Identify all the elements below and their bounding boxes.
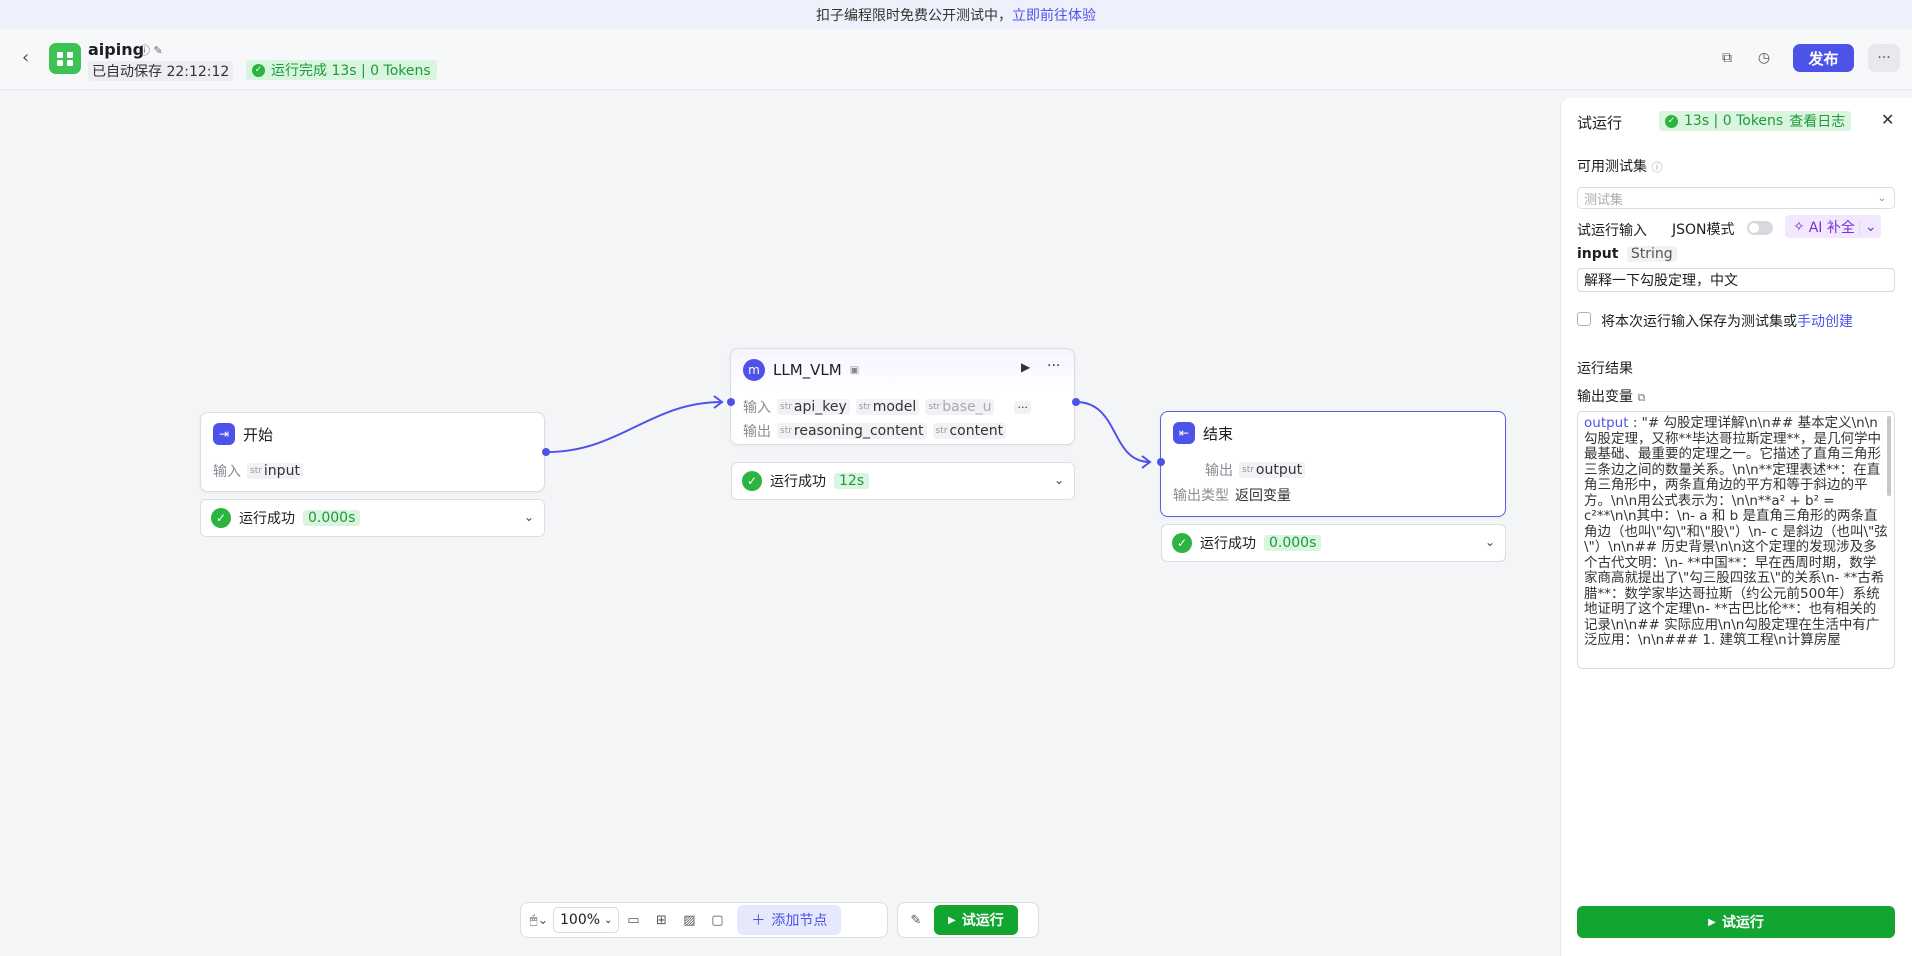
add-node-button[interactable]: ＋添加节点 — [737, 905, 842, 935]
run-input-label: 试运行输入 — [1577, 223, 1647, 239]
end-run-status: ✓ 运行成功 0.000s ⌄ — [1161, 524, 1506, 562]
image-icon[interactable]: ▨ — [683, 912, 696, 928]
copy-icon[interactable]: ⧉ — [1722, 50, 1732, 66]
json-mode-label: JSON模式 — [1672, 222, 1735, 238]
testset-label: 可用测试集 — [1577, 159, 1647, 175]
banner-link[interactable]: 立即前往体验 — [1012, 7, 1096, 24]
app-name: aiping — [88, 40, 145, 59]
llm-icon: m — [743, 359, 765, 381]
node-title: 开始 — [243, 425, 274, 444]
edit-icon[interactable]: ✎ — [153, 44, 163, 57]
start-run-status: ✓ 运行成功 0.000s ⌄ — [200, 499, 545, 537]
check-icon: ✓ — [1665, 114, 1678, 128]
chevron-down-icon[interactable]: ⌄ — [1484, 535, 1495, 549]
more-params-icon[interactable]: ··· — [1014, 400, 1031, 414]
info-icon: ⓘ — [1651, 161, 1663, 174]
copy-icon[interactable]: ⧉ — [1637, 391, 1646, 404]
canvas-toolbar: 🖱⌄ 100%⌄ ▭ ⊞ ▨ ▢ ＋添加节点 — [520, 902, 888, 938]
promo-banner: 扣子编程限时免费公开测试中，立即前往体验 — [0, 0, 1912, 29]
header: ‹ aiping ⓘ ✎ 已自动保存 22:12:12 ✓ 运行完成 13s |… — [0, 29, 1912, 90]
end-icon: ⇤ — [1173, 422, 1195, 444]
history-icon[interactable]: ◷ — [1757, 50, 1771, 66]
play-icon[interactable]: ▶ — [1021, 360, 1031, 374]
output-port[interactable] — [542, 448, 550, 456]
run-status-badge: ✓ 运行完成 13s | 0 Tokens — [246, 60, 437, 80]
arrow-head — [1141, 455, 1152, 469]
input-type: String — [1626, 246, 1677, 262]
more-icon[interactable]: ··· — [1047, 358, 1061, 374]
banner-text: 扣子编程限时免费公开测试中， — [816, 7, 1012, 24]
save-testset-checkbox[interactable] — [1577, 312, 1591, 326]
sparkle-icon: ✧ — [1793, 218, 1805, 235]
check-icon: ✓ — [252, 63, 265, 77]
mouse-mode-icon[interactable]: 🖱⌄ — [529, 912, 549, 928]
input-field[interactable]: 解释一下勾股定理，中文 — [1577, 268, 1895, 292]
llm-run-status: ✓ 运行成功 12s ⌄ — [731, 462, 1075, 500]
run-toolbar: ✎ ▶试运行 — [897, 902, 1039, 938]
publish-button[interactable]: 发布 — [1793, 44, 1854, 72]
ai-fill-button[interactable]: ✧AI 补全⌄ — [1785, 215, 1881, 238]
manual-create-link[interactable]: 手动创建 — [1797, 314, 1853, 330]
output-port[interactable] — [1072, 398, 1080, 406]
close-icon[interactable]: ✕ — [1881, 110, 1895, 129]
chevron-down-icon[interactable]: ⌄ — [1053, 473, 1064, 487]
panel-title: 试运行 — [1577, 114, 1623, 132]
test-run-panel: 试运行 ✓ 13s | 0 Tokens 查看日志 ✕ 可用测试集 ⓘ 测试集 … — [1560, 98, 1912, 956]
panel-test-run-button[interactable]: ▶试运行 — [1577, 906, 1895, 938]
success-icon: ✓ — [1172, 533, 1192, 553]
zoom-select[interactable]: 100%⌄ — [553, 907, 620, 933]
input-label: 输入 — [213, 464, 241, 480]
output-result[interactable]: output : "# 勾股定理详解\n\n## 基本定义\n\n勾股定理，又称… — [1577, 411, 1895, 669]
node-title: 结束 — [1203, 424, 1234, 443]
badge-icon: ▣ — [849, 364, 860, 376]
arrow-head — [713, 395, 724, 409]
info-icon[interactable]: ⓘ — [139, 44, 150, 57]
minimap-icon[interactable]: ▢ — [711, 912, 724, 928]
success-icon: ✓ — [211, 508, 231, 528]
output-var-label: 输出变量 — [1577, 389, 1633, 405]
more-icon[interactable]: ··· — [1868, 44, 1900, 72]
app-logo — [49, 43, 81, 74]
chevron-down-icon: ⌄ — [1877, 192, 1886, 204]
connections — [546, 395, 1152, 469]
panel-run-status: ✓ 13s | 0 Tokens 查看日志 — [1659, 111, 1852, 131]
view-log-link[interactable]: 查看日志 — [1789, 114, 1846, 130]
input-port[interactable] — [727, 398, 735, 406]
back-icon[interactable]: ‹ — [22, 47, 30, 68]
autosave-status: 已自动保存 22:12:12 — [88, 61, 234, 81]
input-name: input — [1577, 246, 1619, 262]
tool-icon[interactable]: ✎ — [910, 912, 922, 928]
input-port[interactable] — [1157, 458, 1165, 466]
chevron-down-icon[interactable]: ⌄ — [523, 510, 534, 524]
result-title: 运行结果 — [1577, 361, 1633, 377]
scrollbar[interactable] — [1887, 416, 1891, 496]
run-status-text: 运行完成 13s | 0 Tokens — [271, 63, 431, 79]
node-title: LLM_VLM — [773, 361, 842, 379]
json-mode-toggle[interactable] — [1747, 221, 1773, 235]
edge-llm-end — [1075, 401, 1151, 463]
layout-icon[interactable]: ⊞ — [655, 912, 667, 928]
chevron-down-icon: ⌄ — [1858, 218, 1877, 235]
test-run-button[interactable]: ▶试运行 — [934, 905, 1018, 935]
start-icon: ⇥ — [213, 423, 235, 445]
edge-start-llm — [546, 401, 723, 453]
testset-select[interactable]: 测试集 ⌄ — [1577, 187, 1895, 209]
success-icon: ✓ — [742, 471, 762, 491]
comment-icon[interactable]: ▭ — [627, 912, 640, 928]
